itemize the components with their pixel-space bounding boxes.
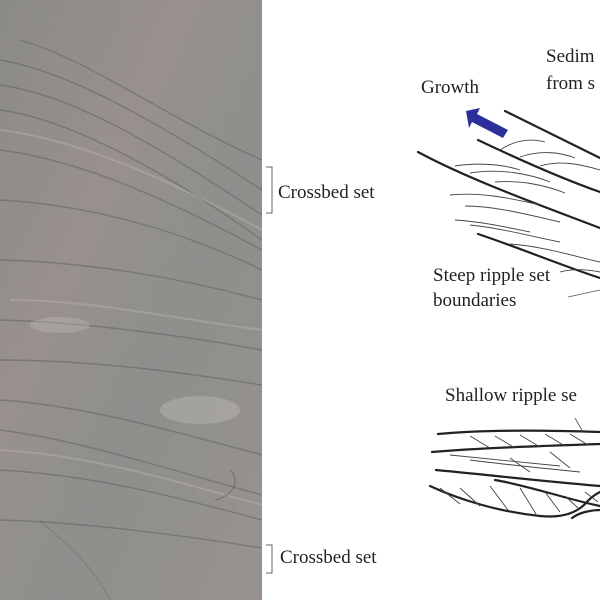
shallow-boundary-line [428, 484, 600, 518]
growth-label: Growth [421, 77, 480, 98]
crossbed-bracket-upper [266, 166, 273, 214]
steep-boundary-line [503, 109, 600, 160]
rock-outcrop-photo [0, 0, 262, 600]
steep-boundary-line [476, 232, 600, 280]
shallow-boundary-line [570, 508, 600, 520]
sediment-label-line1: Sedim [546, 46, 595, 67]
growth-arrow [466, 108, 508, 138]
crossbed-bracket-lower [266, 544, 273, 574]
shallow-boundary-line [434, 468, 600, 488]
shallow-leader-line [574, 417, 584, 433]
shallow-boundary-line [493, 478, 600, 508]
shallow-boundary-line [436, 429, 600, 436]
shallow-boundary-line [430, 442, 600, 454]
steep-leader-line [567, 289, 600, 298]
crossbed-set-label-upper: Crossbed set [278, 182, 375, 203]
sediment-label-line2: from s [546, 73, 596, 94]
crossbed-set-label-lower: Crossbed set [280, 547, 377, 568]
shallow-ripple-label: Shallow ripple se [445, 385, 577, 406]
ripple-sketch [416, 108, 600, 520]
steep-ripple-label-line1: Steep ripple set [433, 265, 551, 286]
steep-ripple-label-line2: boundaries [433, 290, 517, 311]
steep-boundary-line [476, 138, 600, 194]
steep-boundary-line [416, 150, 600, 230]
